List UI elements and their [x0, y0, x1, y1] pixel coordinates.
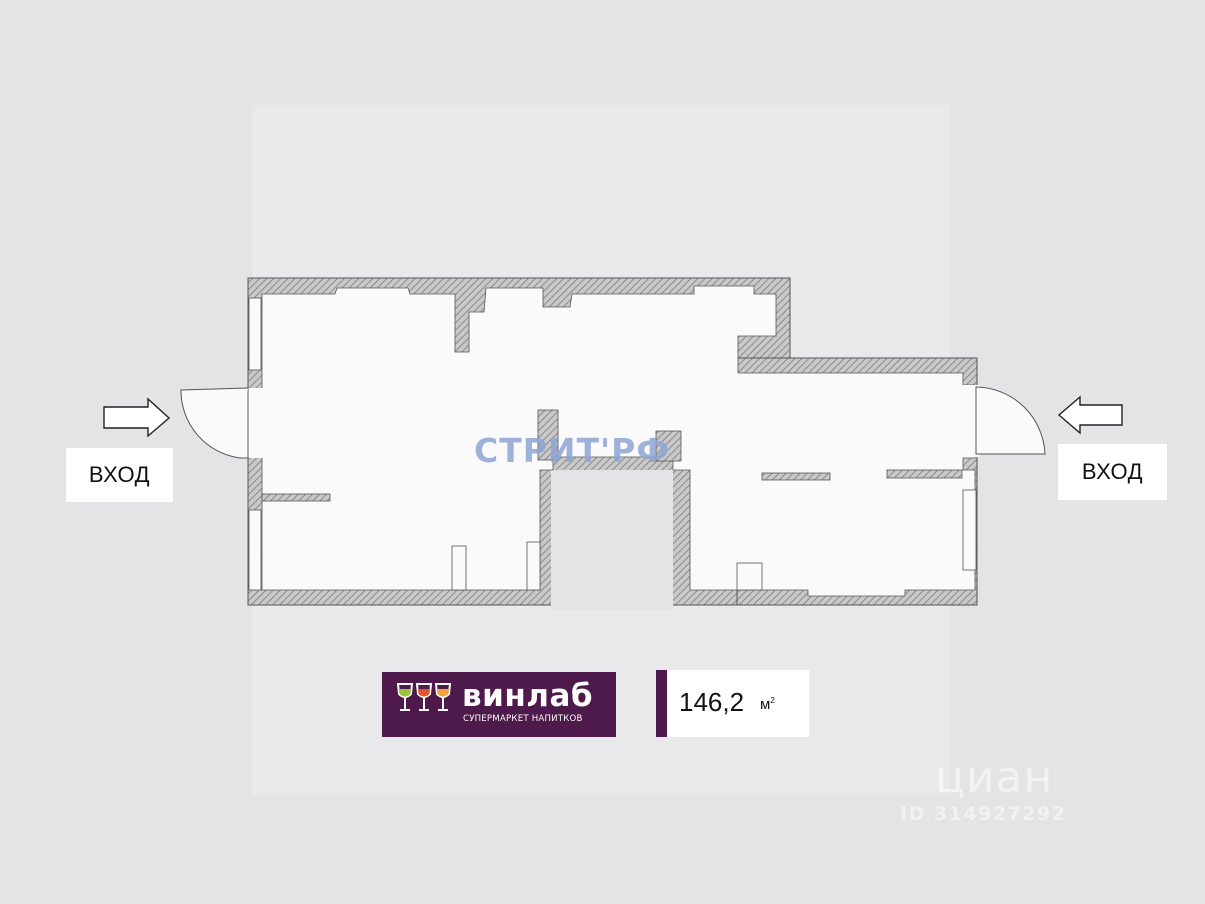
entrance-left-label: ВХОД [66, 448, 173, 502]
brand-logo: винлаб СУПЕРМАРКЕТ НАПИТКОВ [382, 672, 616, 737]
wine-glasses-icon [396, 683, 452, 711]
floor-area [261, 285, 976, 597]
right-door [962, 385, 1046, 457]
brand-name: винлаб [462, 678, 594, 714]
partitions [261, 409, 963, 591]
arrow-left-icon [1057, 395, 1123, 435]
area-unit: м2 [760, 696, 775, 713]
entrance-right-label: ВХОД [1058, 444, 1167, 500]
area-badge: 146,2 м2 [656, 670, 809, 737]
arrow-right-icon [103, 397, 171, 438]
watermark-listing-id: ID 314927292 [900, 803, 1067, 825]
area-unit-text: м [760, 696, 771, 713]
watermark-cian: циан [935, 752, 1054, 803]
windows [248, 297, 977, 591]
area-value: 146,2 [679, 687, 745, 717]
watermark-stritrf: СТРИТ'РФ [474, 431, 671, 470]
courtyard-gap [551, 470, 673, 610]
left-door [180, 386, 264, 459]
brand-tagline: СУПЕРМАРКЕТ НАПИТКОВ [463, 714, 583, 724]
area-unit-superscript: 2 [770, 696, 775, 705]
